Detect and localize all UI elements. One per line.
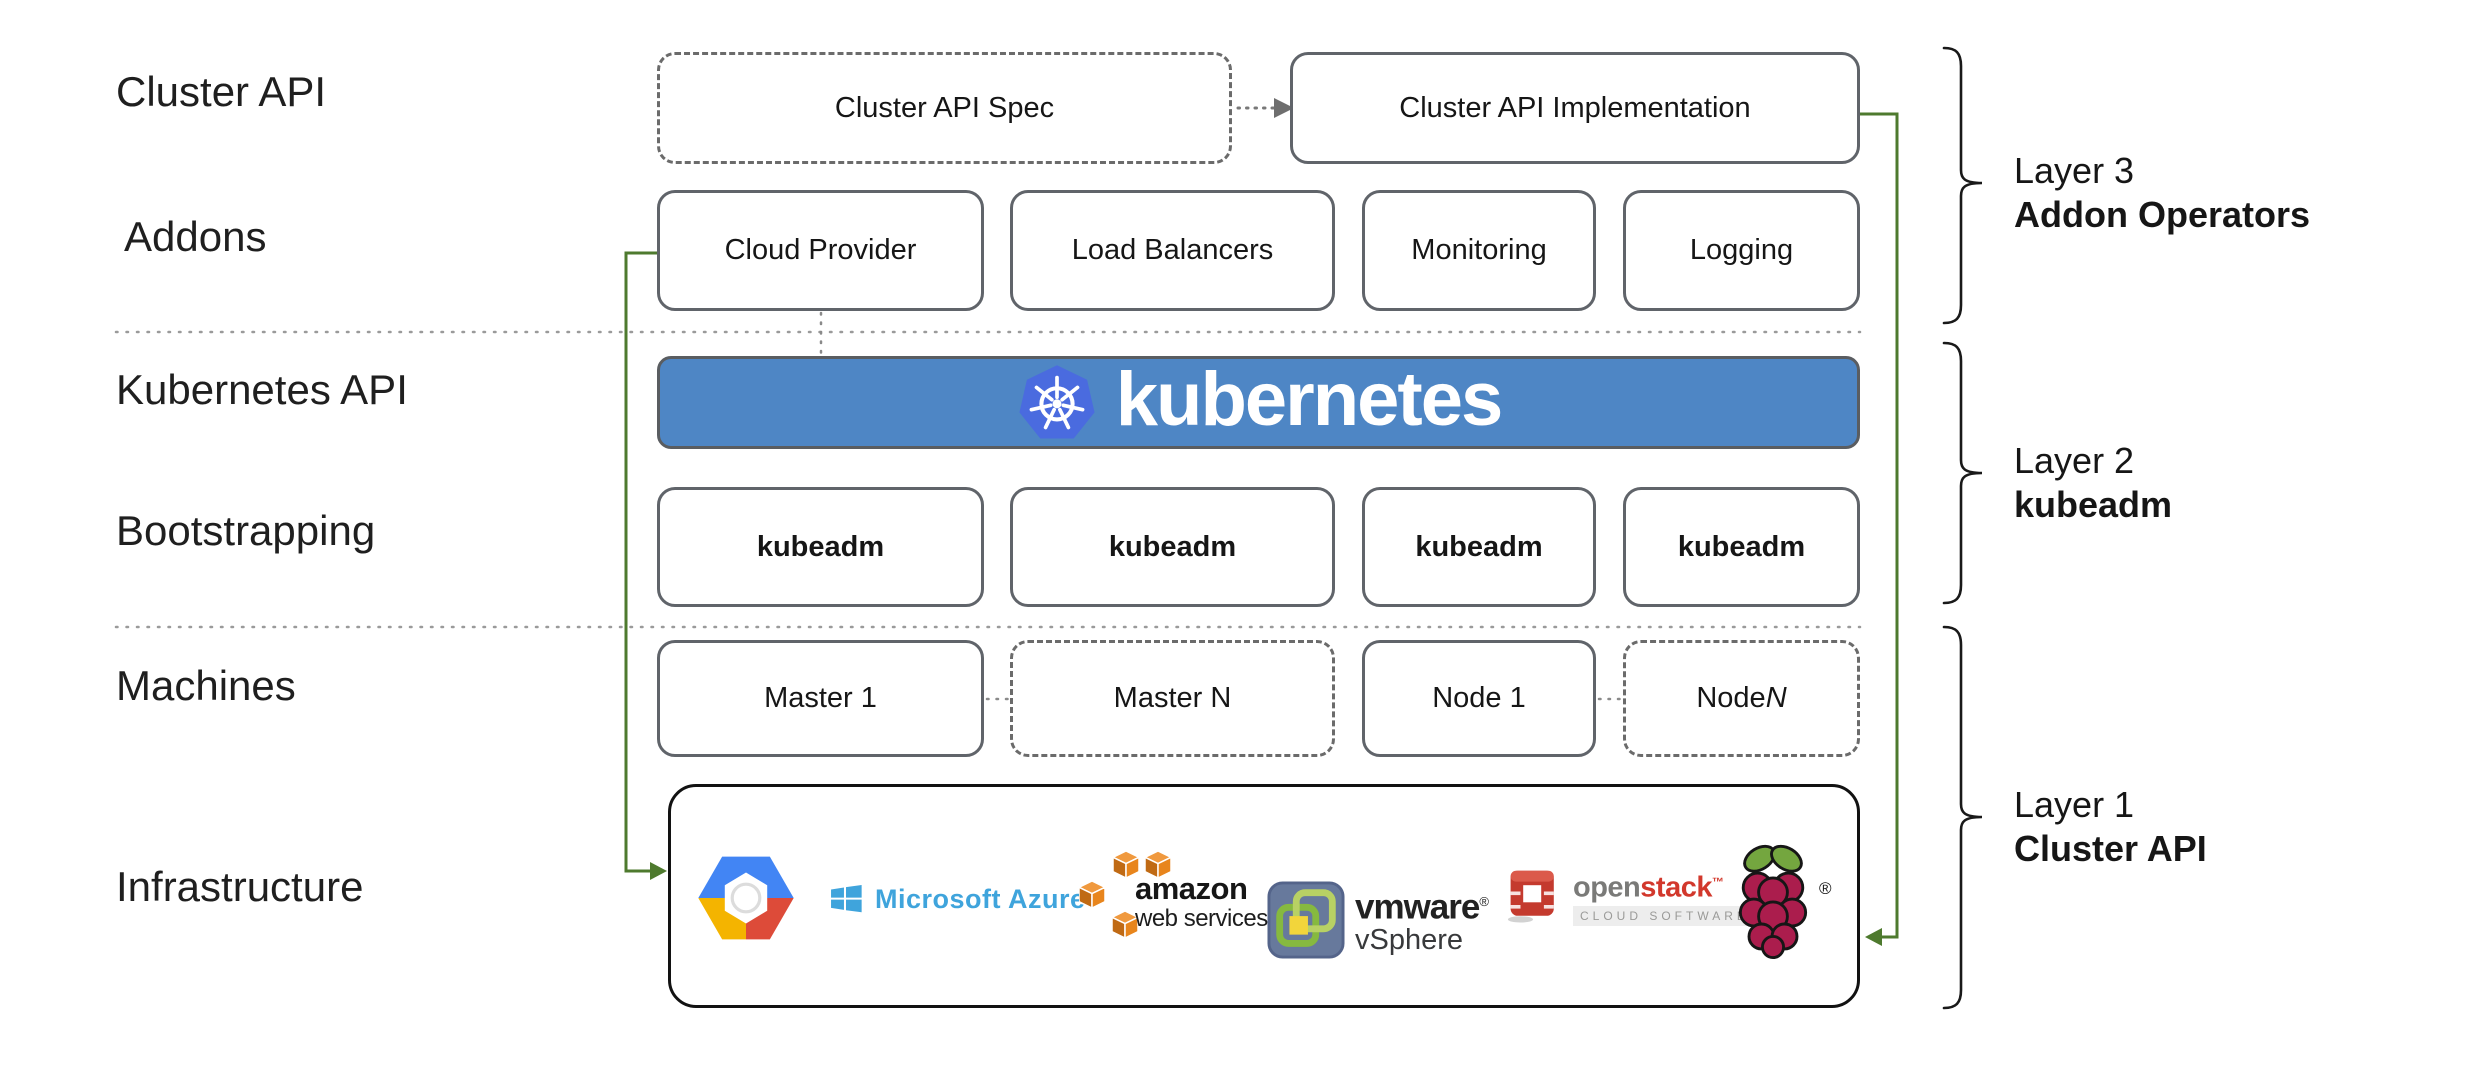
cluster-api-spec-box: Cluster API Spec bbox=[657, 52, 1232, 164]
machine-box-node-1: Node 1 bbox=[1362, 640, 1596, 757]
machine-label: Node 1 bbox=[1432, 682, 1526, 714]
vmware-sublabel: vSphere bbox=[1355, 924, 1464, 957]
layer3-brace bbox=[1942, 46, 1983, 325]
green-arrowhead-right bbox=[1865, 928, 1882, 946]
google-cloud-icon bbox=[698, 856, 794, 940]
spec-to-implementation-arrowhead bbox=[1274, 98, 1294, 118]
row-label-cluster-api: Cluster API bbox=[116, 68, 327, 115]
kubeadm-box-1: kubeadm bbox=[657, 487, 984, 607]
vmware-vsphere-logo: vmware® vSphere bbox=[1267, 881, 1489, 959]
kubeadm-box-4: kubeadm bbox=[1623, 487, 1860, 607]
vmware-label: vmware bbox=[1355, 887, 1480, 927]
vmware-vsphere-icon bbox=[1267, 881, 1345, 959]
layer1-subtitle: Cluster API bbox=[2014, 828, 2207, 869]
addon-box-load-balancers: Load Balancers bbox=[1010, 190, 1335, 311]
aws-label: amazon bbox=[1135, 871, 1248, 906]
layer2-brace bbox=[1942, 341, 1983, 605]
openstack-label-open: open bbox=[1573, 871, 1641, 904]
kubernetes-banner: kubernetes bbox=[657, 356, 1860, 449]
implementation-to-infrastructure-green-line bbox=[1858, 112, 1899, 939]
layer2-title: Layer 2 bbox=[2014, 440, 2135, 481]
vmware-registered-mark: ® bbox=[1479, 893, 1489, 909]
raspberry-pi-icon bbox=[1738, 844, 1808, 960]
cloud-provider-to-infrastructure-green-line bbox=[624, 251, 660, 873]
machine-label: Master 1 bbox=[764, 682, 877, 714]
cluster-api-implementation-box: Cluster API Implementation bbox=[1290, 52, 1860, 164]
row-label-addons: Addons bbox=[124, 213, 267, 260]
machine-label: Node bbox=[1696, 682, 1766, 714]
row-label-kubernetes-api: Kubernetes API bbox=[116, 366, 408, 413]
azure-label: Microsoft Azure bbox=[875, 883, 1086, 914]
kubernetes-banner-label: kubernetes bbox=[1115, 356, 1503, 442]
layer1-label: Layer 1 Cluster API bbox=[2014, 783, 2207, 871]
kubernetes-logo-icon bbox=[1019, 364, 1095, 439]
addon-box-cloud-provider: Cloud Provider bbox=[657, 190, 984, 311]
amazon-web-services-logo: amazon web services bbox=[1079, 851, 1329, 946]
kubeadm-box-2: kubeadm bbox=[1010, 487, 1335, 607]
row-label-machines: Machines bbox=[116, 662, 296, 709]
openstack-cube-icon bbox=[1507, 871, 1554, 923]
aws-cubes-icon bbox=[1079, 851, 1173, 940]
row-label-bootstrapping: Bootstrapping bbox=[116, 507, 376, 554]
infrastructure-box: Microsoft Azure amazon web services bbox=[668, 784, 1860, 1008]
openstack-trademark: ™ bbox=[1711, 875, 1724, 889]
openstack-label-stack: stack bbox=[1640, 871, 1712, 904]
machine-box-node-n: Node N bbox=[1623, 640, 1860, 757]
layer1-brace bbox=[1942, 625, 1983, 1010]
machine-label-italic: N bbox=[1765, 682, 1787, 714]
green-arrowhead-left bbox=[650, 862, 667, 880]
aws-sublabel: web services bbox=[1135, 905, 1268, 932]
machine-box-master-n: Master N bbox=[1010, 640, 1335, 757]
layer2-label: Layer 2 kubeadm bbox=[2014, 439, 2172, 527]
openstack-logo: openstack™ CLOUD SOFTWARE bbox=[1507, 867, 1756, 926]
layer2-subtitle: kubeadm bbox=[2014, 484, 2173, 525]
machine-label: Master N bbox=[1113, 682, 1232, 714]
row-label-infrastructure: Infrastructure bbox=[116, 863, 364, 910]
openstack-sublabel: CLOUD SOFTWARE bbox=[1573, 905, 1756, 926]
raspberry-pi-registered-mark: ® bbox=[1819, 879, 1832, 898]
machine-box-master-1: Master 1 bbox=[657, 640, 984, 757]
addon-box-logging: Logging bbox=[1623, 190, 1860, 311]
addon-box-monitoring: Monitoring bbox=[1362, 190, 1596, 311]
kubeadm-box-3: kubeadm bbox=[1362, 487, 1596, 607]
layer3-subtitle: Addon Operators bbox=[2014, 194, 2311, 235]
layer1-title: Layer 1 bbox=[2014, 784, 2135, 825]
microsoft-azure-logo: Microsoft Azure bbox=[829, 879, 1086, 919]
layer3-label: Layer 3 Addon Operators bbox=[2014, 149, 2310, 237]
windows-flag-icon bbox=[831, 885, 862, 913]
layer3-title: Layer 3 bbox=[2014, 150, 2135, 191]
